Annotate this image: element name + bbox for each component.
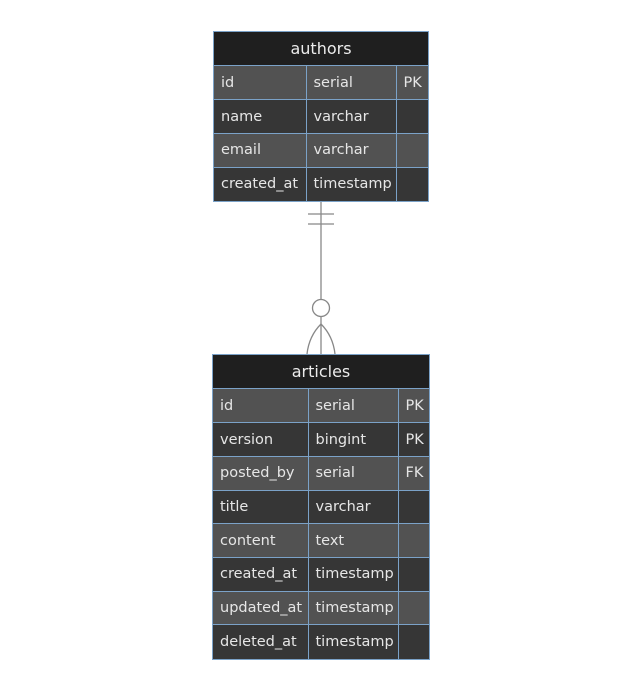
attribute-key	[398, 590, 429, 625]
attribute-name: created_at	[213, 556, 309, 592]
attribute-name: deleted_at	[213, 624, 309, 659]
attribute-type: varchar	[306, 99, 397, 134]
entity-title: authors	[214, 32, 428, 66]
attribute-name: id	[213, 389, 309, 423]
attribute-type: timestamp	[306, 166, 397, 201]
attribute-key	[396, 132, 428, 168]
attribute-row: title varchar	[213, 489, 429, 524]
attribute-table: id serial PK version bingint PK posted_b…	[213, 389, 429, 659]
attribute-row: posted_by serial FK	[213, 455, 429, 491]
attribute-key	[398, 556, 429, 592]
attribute-type: varchar	[308, 489, 399, 524]
attribute-key: PK	[396, 66, 428, 100]
attribute-row: content text	[213, 523, 429, 558]
attribute-type: text	[308, 523, 399, 558]
attribute-key: FK	[398, 455, 429, 491]
attribute-name: id	[214, 66, 307, 100]
attribute-type: timestamp	[308, 624, 399, 659]
crowfoot-left	[306, 323, 322, 355]
attribute-row: id serial PK	[213, 389, 429, 423]
attribute-name: posted_by	[213, 455, 309, 491]
attribute-key	[398, 624, 429, 659]
attribute-type: timestamp	[308, 590, 399, 625]
attribute-name: name	[214, 99, 307, 134]
attribute-row: name varchar	[214, 99, 428, 134]
entity-authors: authors id serial PK name varchar email …	[213, 31, 429, 202]
attribute-key	[396, 166, 428, 201]
attribute-type: bingint	[308, 422, 399, 457]
attribute-name: content	[213, 523, 309, 558]
attribute-table: id serial PK name varchar email varchar …	[214, 66, 428, 201]
attribute-type: serial	[308, 455, 399, 491]
attribute-row: created_at timestamp	[213, 556, 429, 592]
attribute-key: PK	[398, 422, 429, 457]
attribute-row: deleted_at timestamp	[213, 624, 429, 659]
attribute-name: email	[214, 132, 307, 168]
attribute-name: created_at	[214, 166, 307, 201]
attribute-key: PK	[398, 389, 429, 423]
entity-title: articles	[213, 355, 429, 389]
attribute-type: varchar	[306, 132, 397, 168]
entity-articles: articles id serial PK version bingint PK…	[212, 354, 430, 660]
attribute-name: version	[213, 422, 309, 457]
crowfoot-right	[320, 323, 336, 355]
attribute-row: version bingint PK	[213, 422, 429, 457]
zero-circle	[311, 298, 331, 318]
attribute-key	[398, 523, 429, 558]
attribute-type: serial	[308, 389, 399, 423]
attribute-row: id serial PK	[214, 66, 428, 100]
attribute-type: timestamp	[308, 556, 399, 592]
attribute-row: created_at timestamp	[214, 166, 428, 201]
attribute-type: serial	[306, 66, 397, 100]
attribute-name: title	[213, 489, 309, 524]
attribute-key	[396, 99, 428, 134]
attribute-row: updated_at timestamp	[213, 590, 429, 625]
attribute-row: email varchar	[214, 132, 428, 168]
attribute-name: updated_at	[213, 590, 309, 625]
attribute-key	[398, 489, 429, 524]
